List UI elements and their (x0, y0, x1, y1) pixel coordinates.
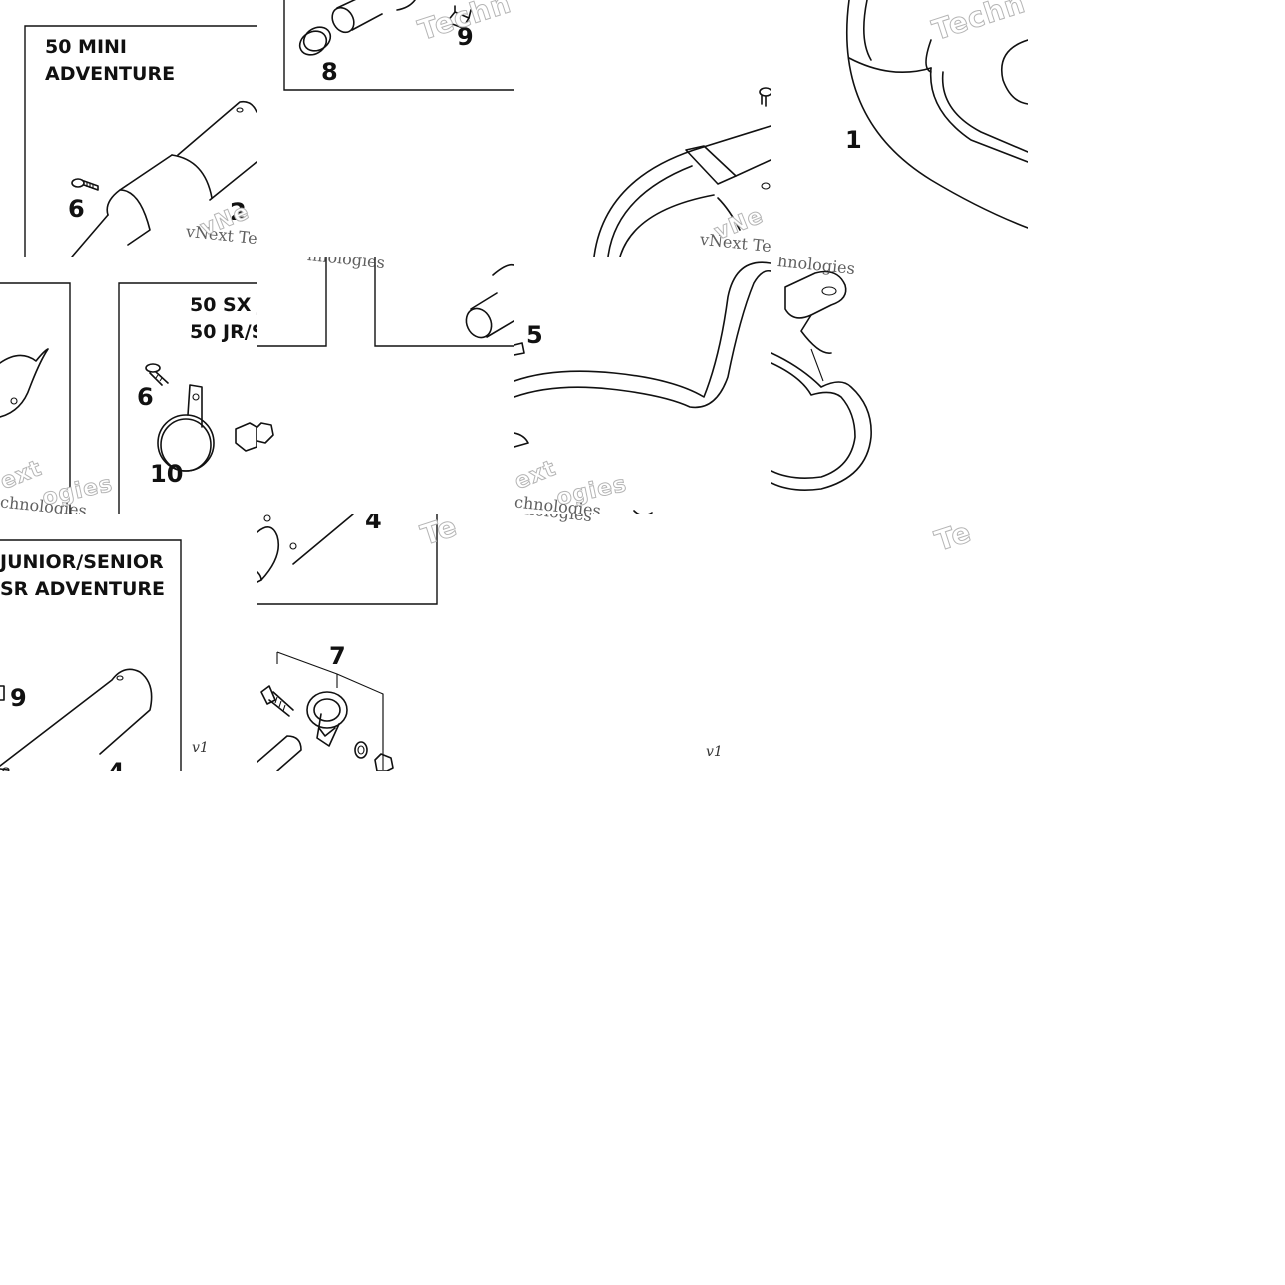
tile-header-pipe-mid: 5 ext ogies chnologies (514, 257, 771, 514)
tile-drawing (283, 0, 514, 91)
tile-drawing (514, 261, 771, 514)
tile-drawing (0, 282, 257, 514)
code-label: v1 (192, 740, 209, 756)
tile-sx-box: 50 SX J 50 JR/S 6 10 ext ogies chnologie… (0, 257, 257, 514)
tile-expansion-pipe: 1 Techn (771, 0, 1028, 257)
tile-drawing (771, 270, 872, 491)
watermark-text: Te (930, 515, 976, 559)
callout-9: 9 (10, 684, 27, 712)
tile-part-5: hnologies (257, 257, 514, 514)
tile-drawing (845, 0, 1028, 229)
title-mini-line1: 50 MINI (45, 36, 128, 58)
callout-4: 4 (365, 514, 382, 534)
code-label: v1 (706, 744, 723, 760)
callout-7: 7 (329, 642, 346, 670)
callout-4: 4 (108, 760, 125, 771)
callout-6: 6 (68, 195, 85, 223)
title-sx-line2: 50 JR/S (190, 321, 257, 343)
tile-drawing (0, 539, 182, 771)
callout-10: 10 (150, 460, 184, 488)
tile-drawing (257, 257, 514, 444)
callout-8: 8 (321, 58, 338, 86)
tile-drawing (257, 514, 438, 771)
callout-9: 9 (457, 23, 474, 51)
title-sx-line1: 50 SX J (190, 294, 257, 316)
tile-mini-adventure: 50 MINI ADVENTURE 6 2 vNext Tec vNe (0, 0, 257, 257)
tile-pipe-flange: hnologies (771, 257, 1028, 514)
callout-5: 5 (526, 321, 543, 349)
title-junior-line2: SR ADVENTURE (0, 578, 165, 600)
title-mini-line2: ADVENTURE (45, 63, 176, 85)
callout-6: 6 (137, 383, 154, 411)
watermark-text: hnologies (514, 514, 593, 525)
tile-header-pipe-clamp: vNext Tec vNe (514, 0, 771, 257)
tile-drawing (593, 87, 771, 257)
callout-2: 2 (230, 198, 247, 226)
tile-junior-senior: JUNIOR/SENIOR SR ADVENTURE 9 4 v1 (0, 514, 257, 771)
callout-1: 1 (845, 126, 862, 154)
title-junior-line1: JUNIOR/SENIOR (0, 551, 164, 573)
tile-drawing (24, 25, 257, 257)
tile-blank-code: v1 hnologies (514, 514, 771, 771)
tile-parts-8-9: 8 9 Techn (257, 0, 514, 257)
tile-blank-watermark: Te (771, 514, 1028, 771)
tile-clamp-7: 4 7 Te (257, 514, 514, 771)
